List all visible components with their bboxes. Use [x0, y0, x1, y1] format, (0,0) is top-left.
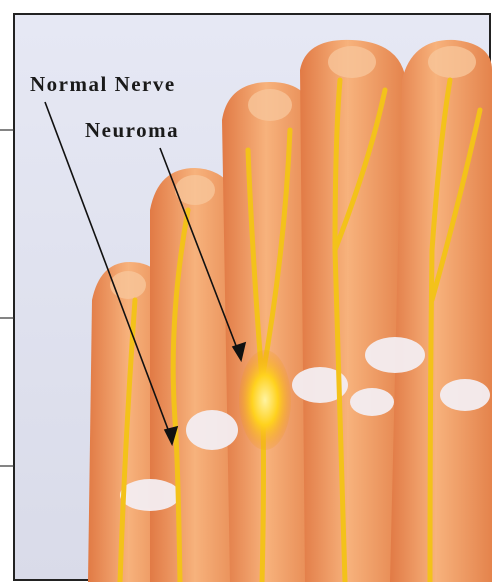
normal-nerve-label: Normal Nerve — [30, 72, 176, 97]
neuroma-label: Neuroma — [85, 118, 179, 143]
toe-second — [300, 40, 406, 582]
neuroma-swelling — [239, 350, 291, 450]
